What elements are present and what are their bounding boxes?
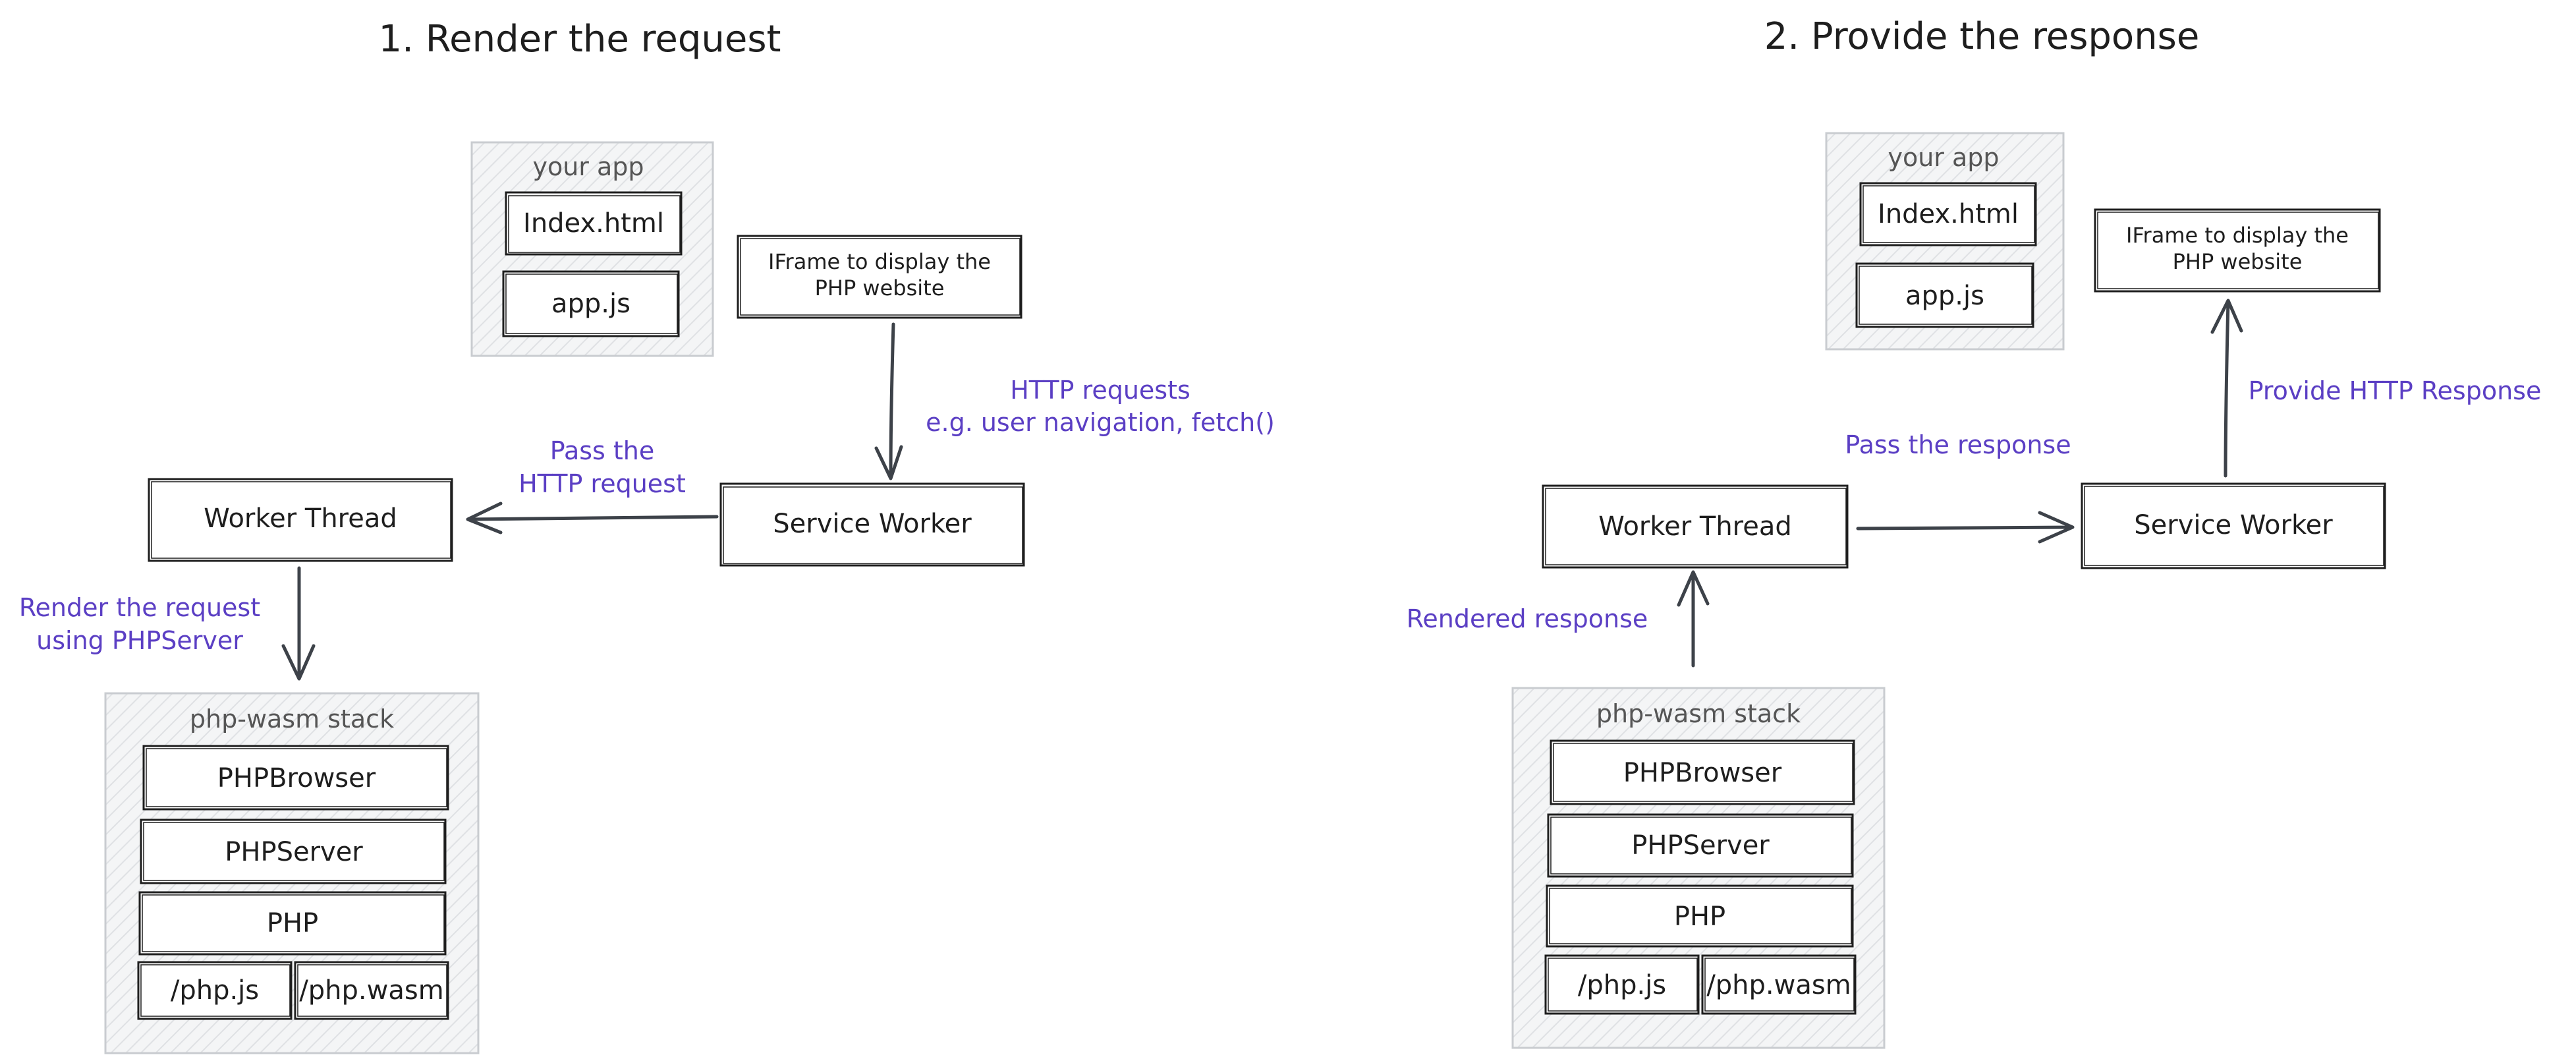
right-app-item-index: Index.html [1859, 182, 2037, 246]
left-note-http-requests-1: HTTP requests [1010, 376, 1190, 405]
svg-text:PHPServer: PHPServer [1631, 830, 1770, 861]
left-app-item-index: Index.html [505, 191, 683, 256]
right-app-item-appjs: app.js [1855, 262, 2034, 328]
svg-text:/php.js: /php.js [1578, 970, 1666, 1000]
right-worker-thread-box: Worker Thread [1542, 484, 1849, 569]
right-stack-item-php: PHP [1546, 884, 1854, 948]
svg-text:PHPBrowser: PHPBrowser [217, 763, 376, 793]
right-service-worker-box: Service Worker [2081, 482, 2386, 569]
left-stack-item-phpserver: PHPServer [140, 819, 447, 884]
left-app-group-label: your app [532, 152, 644, 181]
right-title: 2. Provide the response [1764, 15, 2200, 58]
left-stack-label: php-wasm stack [190, 704, 394, 733]
left-arrow-worker-to-stack [281, 566, 316, 681]
svg-text:app.js: app.js [551, 289, 630, 319]
left-note-pass-request-1: Pass the [550, 436, 655, 465]
left-note-http-requests-2: e.g. user navigation, fetch() [926, 408, 1275, 437]
left-arrow-iframe-to-sw [874, 322, 903, 480]
left-worker-thread-box: Worker Thread [148, 478, 453, 562]
svg-text:PHP website: PHP website [2173, 249, 2303, 274]
right-arrow-stack-to-worker [1677, 570, 1710, 668]
svg-text:IFrame to display the: IFrame to display the [2126, 223, 2349, 248]
left-php-wasm-stack: php-wasm stack PHPBrowser PHPServer PHP … [104, 692, 480, 1054]
left-note-render-request-2: using PHPServer [36, 626, 243, 655]
left-note-pass-request-2: HTTP request [518, 469, 686, 498]
right-arrow-worker-to-sw [1856, 511, 2075, 544]
svg-text:Index.html: Index.html [523, 208, 664, 239]
svg-text:PHPServer: PHPServer [225, 837, 363, 867]
right-php-wasm-stack: php-wasm stack PHPBrowser PHPServer PHP … [1511, 687, 1886, 1049]
right-app-group: your app Index.html app.js [1825, 132, 2065, 351]
svg-text:PHPBrowser: PHPBrowser [1623, 758, 1782, 788]
svg-text:app.js: app.js [1905, 281, 1984, 311]
right-arrow-sw-to-iframe [2210, 299, 2243, 478]
right-stack-file-phpwasm: /php.wasm [1701, 954, 1857, 1015]
svg-text:PHP: PHP [267, 908, 318, 938]
left-app-group: your app Index.html app.js [470, 141, 714, 357]
right-note-provide-response: Provide HTTP Response [2249, 376, 2542, 405]
left-stack-item-phpbrowser: PHPBrowser [142, 745, 449, 811]
right-iframe-box: IFrame to display the PHP website [2094, 208, 2381, 293]
svg-text:Service Worker: Service Worker [773, 509, 972, 539]
svg-text:/php.js: /php.js [171, 975, 259, 1006]
left-stack-file-phpwasm: /php.wasm [294, 961, 449, 1020]
right-app-group-label: your app [1888, 143, 1999, 172]
right-note-rendered-response: Rendered response [1407, 604, 1648, 633]
left-title: 1. Render the request [379, 18, 781, 61]
left-arrow-sw-to-worker [466, 502, 719, 534]
left-stack-item-php: PHP [138, 891, 447, 956]
svg-text:PHP website: PHP website [815, 275, 945, 301]
svg-text:Worker Thread: Worker Thread [204, 503, 397, 534]
right-stack-label: php-wasm stack [1596, 699, 1801, 728]
svg-text:/php.wasm: /php.wasm [299, 975, 443, 1006]
left-stack-file-phpjs: /php.js [137, 961, 293, 1020]
svg-text:Service Worker: Service Worker [2134, 510, 2333, 540]
svg-text:/php.wasm: /php.wasm [1706, 970, 1851, 1000]
right-stack-file-phpjs: /php.js [1544, 954, 1700, 1015]
left-service-worker-box: Service Worker [719, 482, 1025, 567]
svg-text:Worker Thread: Worker Thread [1598, 511, 1792, 542]
right-stack-item-phpbrowser: PHPBrowser [1550, 739, 1855, 805]
svg-text:IFrame to display the: IFrame to display the [768, 249, 991, 274]
right-stack-item-phpserver: PHPServer [1547, 813, 1854, 878]
left-iframe-box: IFrame to display the PHP website [737, 235, 1022, 319]
right-note-pass-response: Pass the response [1845, 430, 2071, 459]
svg-text:PHP: PHP [1674, 902, 1725, 932]
left-app-item-appjs: app.js [502, 270, 680, 337]
svg-text:Index.html: Index.html [1878, 199, 2019, 229]
left-note-render-request-1: Render the request [19, 593, 260, 622]
